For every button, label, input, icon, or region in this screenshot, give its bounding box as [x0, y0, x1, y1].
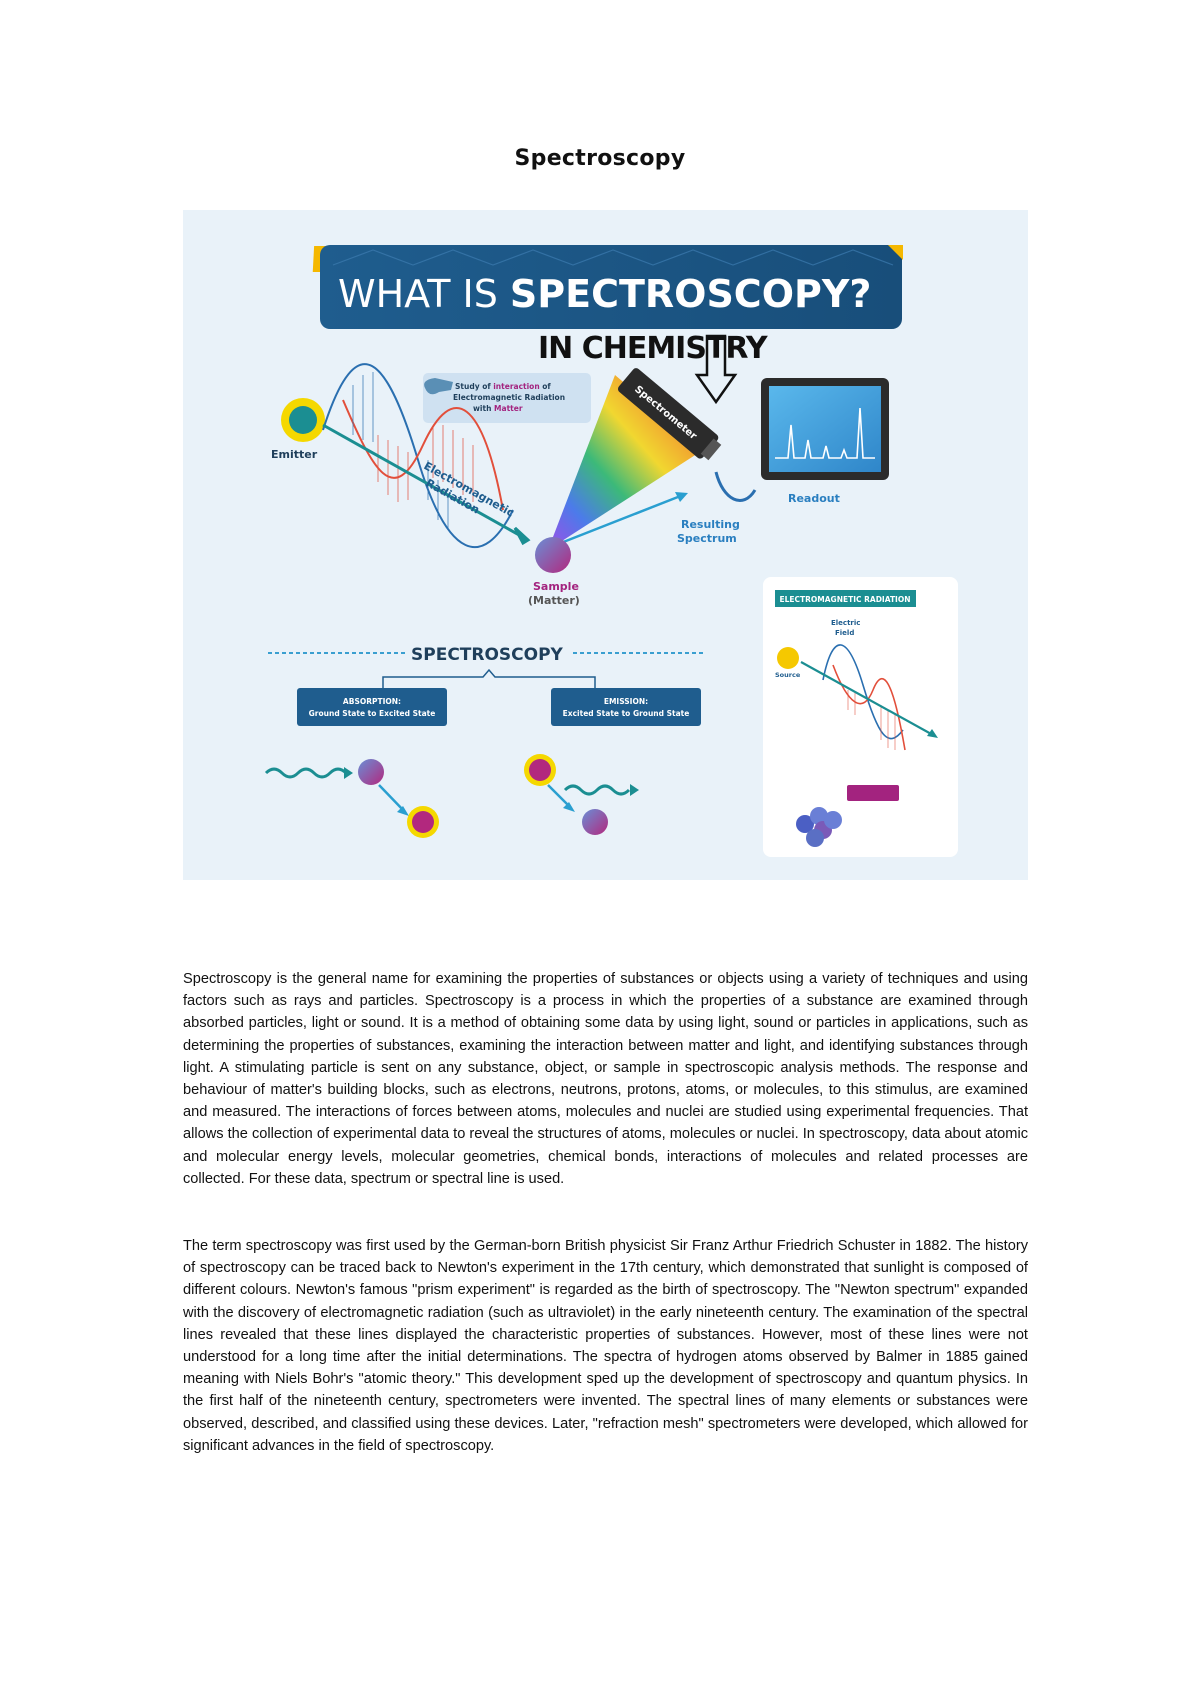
tag-line1-a: Study of [455, 382, 493, 391]
tag-line3-a: with [473, 404, 494, 413]
absorption-title: ABSORPTION: [343, 697, 401, 706]
emission-box: EMISSION: Excited State to Ground State [551, 688, 701, 726]
em-radiation-card: ELECTROMAGNETIC RADIATION Electric Field… [763, 577, 958, 857]
absorption-box: ABSORPTION: Ground State to Excited Stat… [297, 688, 447, 726]
molecule-cluster-icon [796, 807, 842, 847]
svg-text:WHAT IS SPECTROSCOPY?: WHAT IS SPECTROSCOPY? [338, 272, 871, 316]
electric-label-1: Electric [831, 619, 860, 627]
emission-subtitle: Excited State to Ground State [563, 709, 690, 718]
page-title: Spectroscopy [514, 146, 686, 171]
emission-title: EMISSION: [604, 697, 648, 706]
readout-label: Readout [788, 492, 840, 505]
title-banner: WHAT IS SPECTROSCOPY? [312, 245, 903, 329]
subtitle: IN CHEMISTRY [538, 331, 769, 366]
paragraph-1: Spectroscopy is the general name for exa… [183, 971, 1028, 1187]
resulting-label-2: Spectrum [677, 532, 737, 545]
emitter-label: Emitter [271, 448, 318, 461]
readout-monitor [761, 378, 889, 480]
sample-label: Sample [533, 580, 579, 593]
tag-line3-b: Matter [494, 404, 523, 413]
spectroscopy-heading: SPECTROSCOPY [411, 645, 564, 665]
em-wave-graphic [322, 363, 531, 549]
banner-title-plain: WHAT IS [338, 272, 510, 316]
spectroscopy-infographic: WHAT IS SPECTROSCOPY? IN CHEMISTRY Study… [183, 210, 1028, 880]
electric-label-2: Field [835, 629, 854, 637]
matter-label: (Matter) [528, 594, 580, 607]
tag-line2: Electromagnetic Radiation [453, 393, 565, 402]
down-arrow-icon [694, 334, 738, 405]
emitter-sun-icon [281, 398, 325, 442]
definition-tag: Study of interaction of Electromagnetic … [423, 373, 591, 423]
resulting-label-1: Resulting [681, 518, 740, 531]
emission-illustration [524, 754, 639, 835]
banner-title-bold: SPECTROSCOPY? [510, 272, 872, 316]
svg-text:Study of interaction of: Study of interaction of [455, 382, 551, 391]
sample-sphere [535, 537, 571, 573]
pointing-hand-icon [424, 378, 453, 395]
absorption-subtitle: Ground State to Excited State [309, 709, 436, 718]
source-sun-icon [777, 647, 799, 669]
source-label: Source [775, 671, 801, 679]
tag-line1-c: of [540, 382, 552, 391]
paragraph-2: The term spectroscopy was first used by … [183, 1238, 1028, 1454]
svg-text:with Matter: with Matter [473, 404, 523, 413]
em-card-title: ELECTROMAGNETIC RADIATION [779, 595, 910, 604]
tag-line1-b: interaction [493, 382, 539, 391]
absorption-illustration [264, 759, 439, 838]
